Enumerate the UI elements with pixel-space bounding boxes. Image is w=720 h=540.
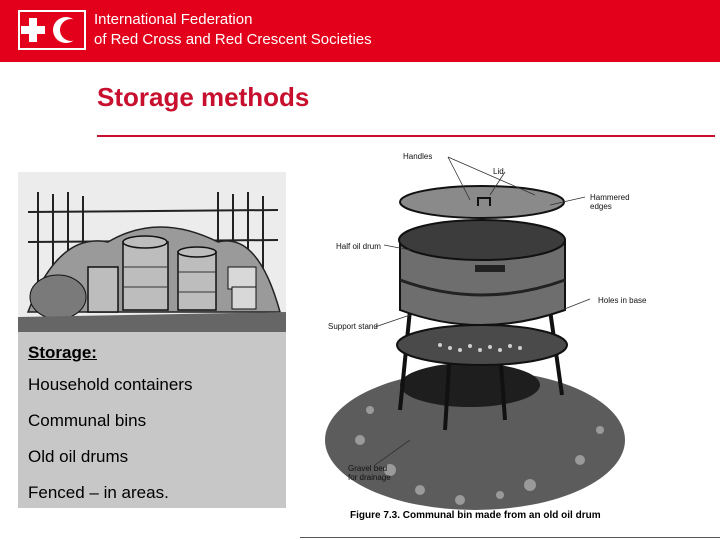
storage-heading: Storage: <box>28 343 97 362</box>
bottom-divider <box>300 537 720 538</box>
figure-caption: Figure 7.3. Communal bin made from an ol… <box>350 510 601 521</box>
header-banner: International Federation of Red Cross an… <box>0 0 720 62</box>
gravel-bed-label-line1: Gravel bed <box>348 464 388 473</box>
storage-methods-list: Storage: Household containers Communal b… <box>18 332 286 508</box>
lid-label: Lid <box>493 167 504 176</box>
title-underline <box>97 135 715 137</box>
hammered-edges-label-line2: edges <box>590 202 612 211</box>
cross-crescent-icon <box>21 17 82 43</box>
gravel-bed-label-line2: for drainage <box>348 473 391 482</box>
list-item: Communal bins <box>28 411 147 430</box>
list-item: Fenced – in areas. <box>28 483 169 502</box>
handles-label: Handles <box>403 152 433 161</box>
half-oil-drum-label: Half oil drum <box>336 242 381 251</box>
support-stand-label: Support stand <box>328 322 378 331</box>
holes-in-base-label: Holes in base <box>598 296 647 305</box>
slide-title: Storage methods <box>97 82 310 112</box>
storage-drums-photo <box>18 172 286 332</box>
org-name-line2: of Red Cross and Red Crescent Societies <box>94 31 372 48</box>
organization-name: International Federation of Red Cross an… <box>94 10 372 50</box>
red-cross-crescent-logo <box>18 10 86 50</box>
oil-drum-bin-illustration <box>325 156 625 510</box>
org-name-line1: International Federation <box>94 11 253 28</box>
hammered-edges-label-line1: Hammered <box>590 193 630 202</box>
list-item: Old oil drums <box>28 447 129 466</box>
communal-bin-figure: Handles Lid Hammered edges Half oil drum… <box>300 140 720 535</box>
list-item: Household containers <box>28 375 193 394</box>
